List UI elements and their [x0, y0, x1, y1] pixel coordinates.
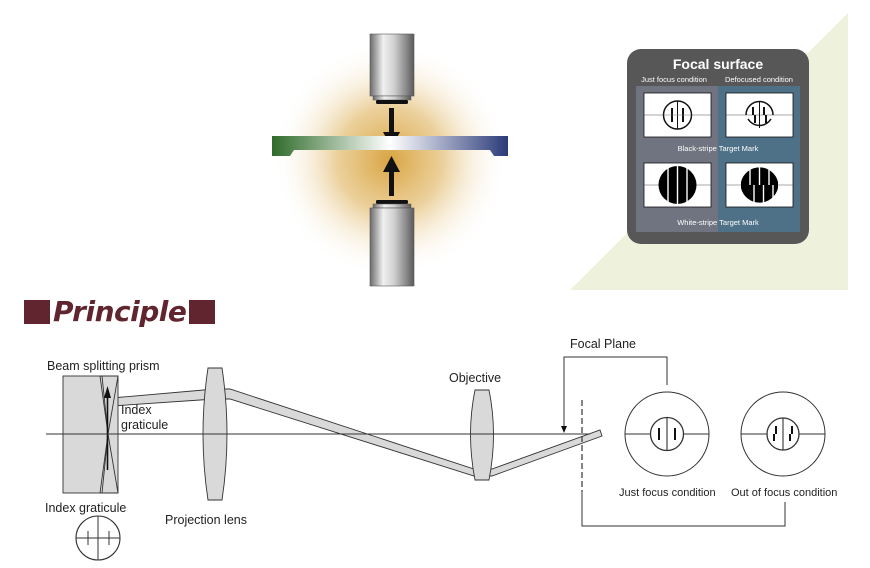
label-index-graticule-line1: Index — [121, 403, 152, 417]
arrow-up-icon — [383, 156, 400, 196]
white-stripe-focused-mark — [643, 162, 712, 208]
white-stripe-defocused-mark — [725, 162, 794, 208]
principle-diagram: Beam splitting prism Index graticule Ind… — [45, 337, 837, 561]
heading-square-right — [189, 300, 216, 324]
just-focus-view — [624, 391, 710, 477]
label-out-of-focus: Out of focus condition — [731, 487, 837, 499]
objective-illustration — [272, 33, 508, 287]
label-focal-plane: Focal Plane — [570, 337, 636, 351]
objective-lens — [470, 389, 494, 481]
sample-plate — [272, 136, 508, 156]
col-label-defocused: Defocused condition — [725, 75, 793, 84]
col-label-just-focus: Just focus condition — [641, 75, 707, 84]
index-arrow-icon — [104, 386, 111, 470]
focal-plane-bracket — [563, 356, 668, 428]
black-stripe-focused-mark — [643, 92, 712, 138]
panel-title: Focal surface — [673, 56, 763, 72]
top-objective — [369, 33, 415, 104]
principle-title: Principle — [53, 295, 187, 328]
label-just-focus: Just focus condition — [619, 487, 716, 499]
label-objective: Objective — [449, 371, 501, 385]
label-projection-lens: Projection lens — [165, 513, 247, 527]
out-of-focus-view — [740, 391, 826, 477]
heading-square-left — [24, 300, 50, 324]
light-beam — [111, 388, 603, 477]
row-label-black-stripe: Black-stripe Target Mark — [678, 144, 759, 153]
light-beam-overlay — [208, 389, 222, 400]
focal-plane-arrow-icon — [561, 426, 567, 433]
principle-heading: Principle — [24, 294, 216, 330]
label-index-graticule: Index graticule — [45, 501, 126, 515]
focal-surface-panel: Focal surface Just focus condition Defoc… — [570, 13, 848, 290]
bottom-objective — [369, 200, 415, 287]
label-prism: Beam splitting prism — [47, 359, 160, 373]
black-stripe-defocused-mark — [725, 92, 794, 138]
index-graticule-icon — [75, 515, 121, 561]
condition-bracket — [581, 492, 786, 527]
label-index-graticule-line2: graticule — [121, 418, 168, 432]
row-label-white-stripe: White-stripe Target Mark — [677, 218, 759, 227]
